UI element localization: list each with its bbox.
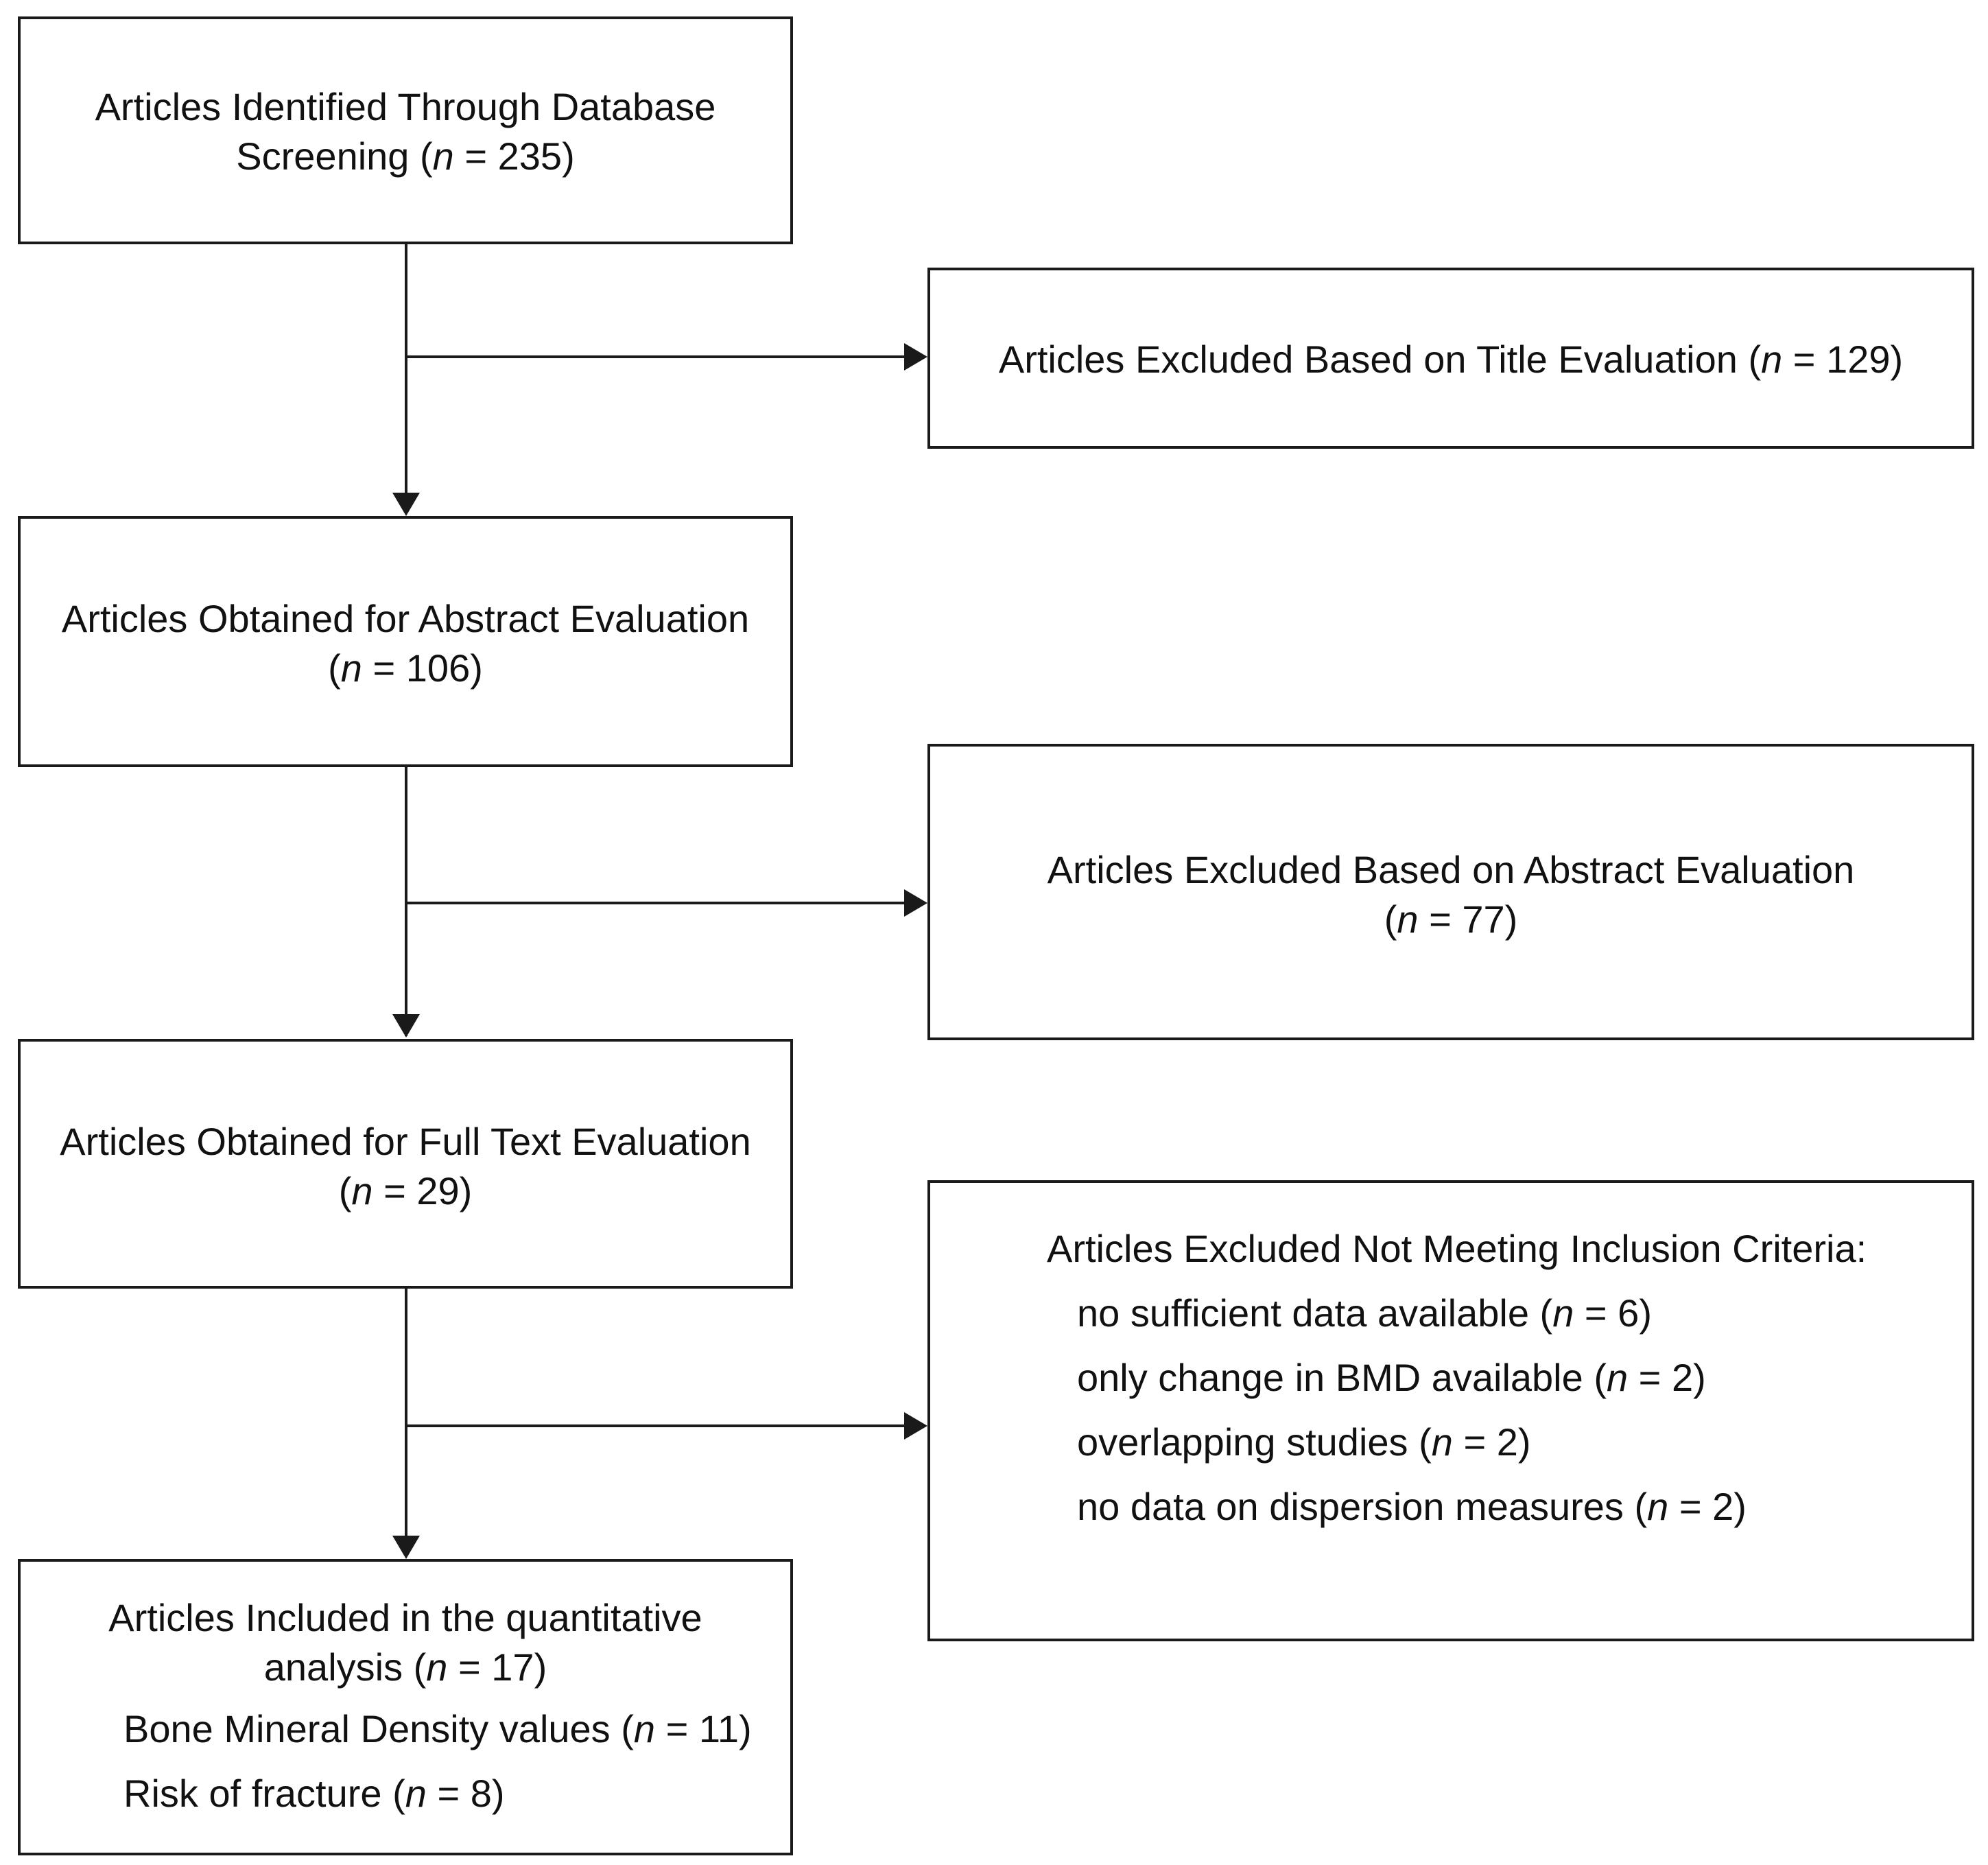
included-line-2: analysis (n = 17) (263, 1645, 547, 1689)
arrowhead-fulltext (392, 1014, 420, 1037)
fulltext-eval-line-1: Articles Obtained for Full Text Evaluati… (60, 1120, 751, 1163)
identified-line-1: Articles Identified Through Database (95, 85, 716, 128)
excluded-criteria-item: overlapping studies (n = 2) (1077, 1420, 1531, 1464)
excluded-criteria-item: only change in BMD available (n = 2) (1077, 1356, 1706, 1399)
arrowhead-excluded-title (904, 343, 927, 371)
excluded-title-line: Articles Excluded Based on Title Evaluat… (998, 338, 1904, 381)
excluded-abstract-line-2: (n = 77) (1384, 898, 1518, 941)
identified-line-2: Screening (n = 235) (236, 134, 575, 178)
arrowhead-abstract (392, 493, 420, 516)
box-fulltext-evaluation: Articles Obtained for Full Text Evaluati… (18, 1039, 793, 1289)
included-item: Bone Mineral Density values (n = 11) (123, 1707, 752, 1750)
included-line-1: Articles Included in the quantitative (108, 1596, 702, 1639)
box-articles-identified: Articles Identified Through Database Scr… (18, 16, 793, 244)
box-excluded-abstract: Articles Excluded Based on Abstract Eval… (927, 744, 1974, 1040)
included-item: Risk of fracture (n = 8) (123, 1772, 505, 1815)
excluded-criteria-heading: Articles Excluded Not Meeting Inclusion … (1047, 1227, 1867, 1270)
excluded-criteria-item: no sufficient data available (n = 6) (1077, 1291, 1652, 1335)
excluded-abstract-line-1: Articles Excluded Based on Abstract Eval… (1047, 848, 1855, 891)
arrowhead-excluded-abstract (904, 889, 927, 917)
box-articles-included: Articles Included in the quantitative an… (18, 1559, 793, 1855)
arrowhead-included (392, 1536, 420, 1559)
abstract-eval-line-1: Articles Obtained for Abstract Evaluatio… (61, 597, 750, 640)
box-excluded-criteria: Articles Excluded Not Meeting Inclusion … (927, 1180, 1974, 1641)
fulltext-eval-line-2: (n = 29) (338, 1169, 473, 1212)
excluded-criteria-item: no data on dispersion measures (n = 2) (1077, 1485, 1747, 1528)
abstract-eval-line-2: (n = 106) (328, 646, 483, 690)
arrowhead-excluded-criteria (904, 1412, 927, 1440)
box-excluded-title: Articles Excluded Based on Title Evaluat… (927, 268, 1974, 449)
box-abstract-evaluation: Articles Obtained for Abstract Evaluatio… (18, 516, 793, 767)
